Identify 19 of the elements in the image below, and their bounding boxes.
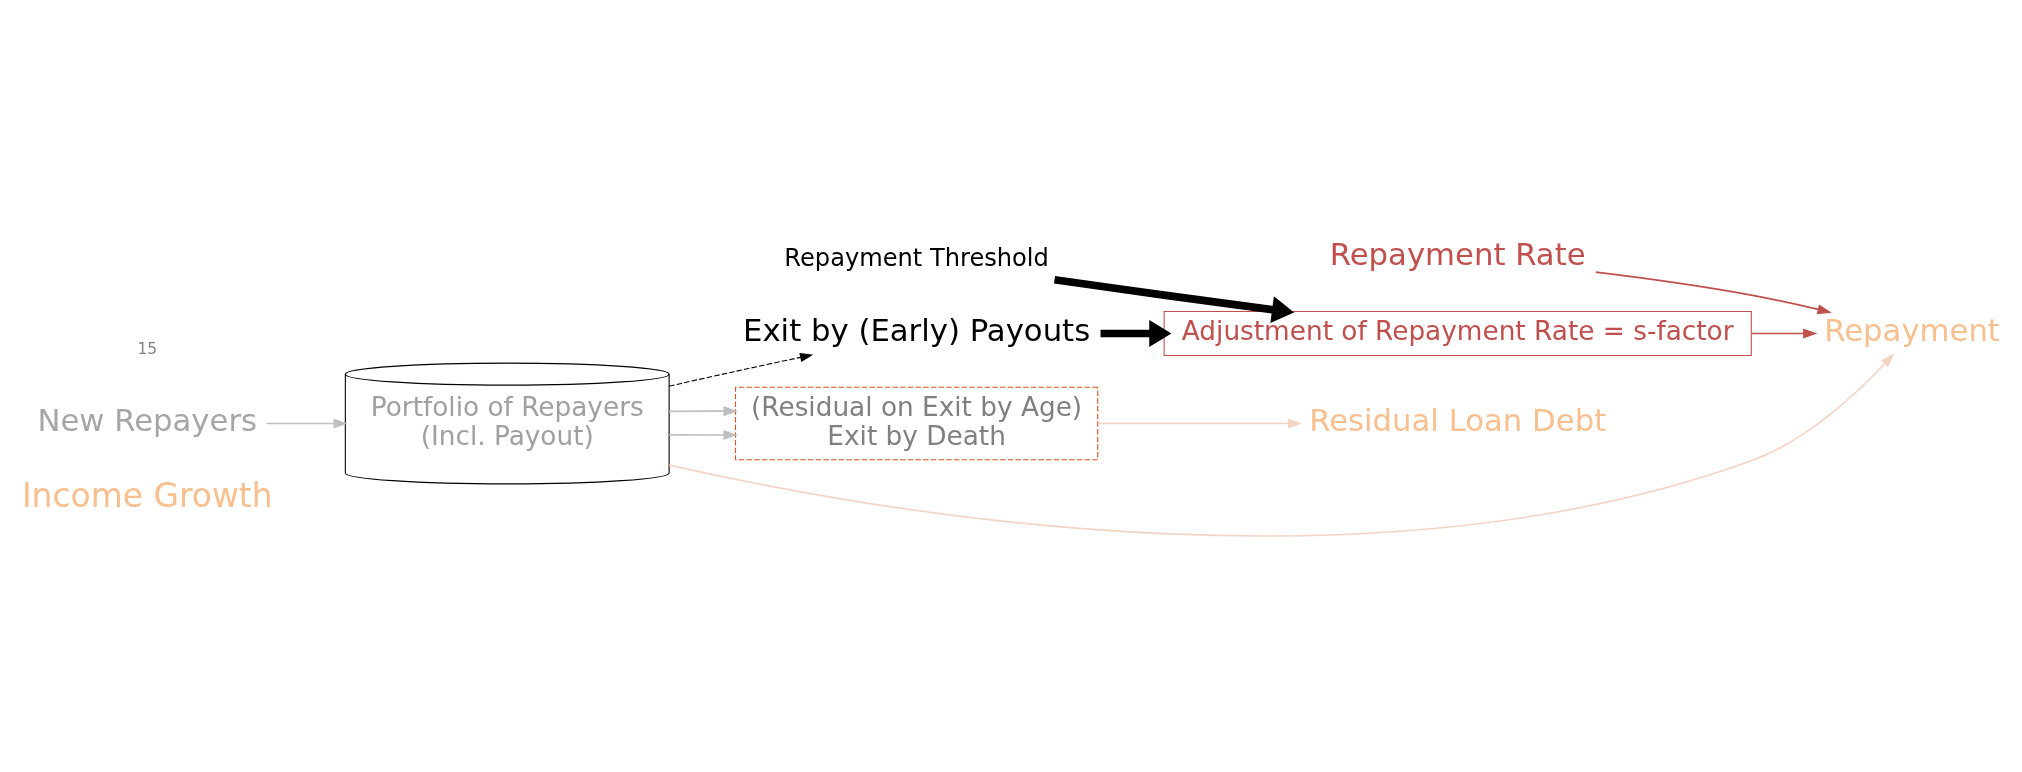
arrow [668,352,814,387]
arrow [668,405,738,416]
arrow [1053,275,1295,323]
arrow [668,429,738,440]
node-text: Income Growth [21,475,273,515]
arrow [1097,418,1303,429]
label: 15 [137,339,158,358]
node-text: Exit by (Early) Payouts [743,311,1091,348]
node-text: New Repayers [37,401,258,438]
arrow [1750,328,1818,339]
arrow [1594,270,1832,314]
arrow [668,352,1895,537]
arrow [265,418,348,429]
node-text: Repayment Threshold [784,243,1049,272]
node-box: Adjustment of Repayment Rate = s-factor [1163,310,1752,356]
node-box: (Residual on Exit by Age) Exit by Death [734,386,1099,460]
node-text: Repayment [1824,311,2000,348]
node-text: Residual Loan Debt [1309,401,1607,438]
node-text: Repayment Rate [1329,235,1586,272]
